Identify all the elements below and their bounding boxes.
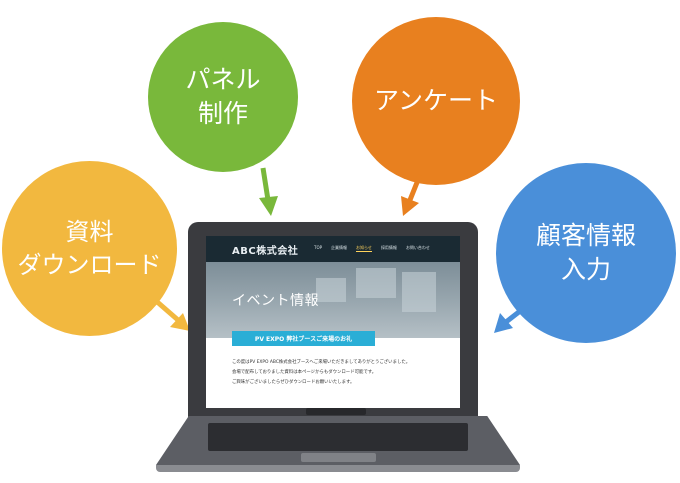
bubble-label-line2: 入力 — [560, 255, 611, 284]
bubble-label-line2: 制作 — [197, 99, 248, 128]
customer-info-bubble: 顧客情報 入力 — [496, 163, 676, 343]
site-nav: TOP 企業情報 お知らせ 採用情報 お問い合わせ — [314, 245, 430, 252]
arrow-from-panel — [259, 167, 278, 216]
body-text-line: ご興味がございましたらぜひダウンロードお願いいたします。 — [232, 380, 355, 385]
arrow-from-doc — [153, 298, 190, 331]
hero-booth-shape — [316, 278, 346, 302]
laptop-screen: ABC株式会社 TOP 企業情報 お知らせ 採用情報 お問い合わせ イベント情報… — [206, 236, 460, 408]
keyboard — [208, 423, 468, 451]
laptop-base-front — [156, 465, 520, 472]
panel-production-bubble: パネル 制作 — [148, 22, 298, 172]
download-materials-bubble: 資料 ダウンロード — [2, 161, 177, 336]
nav-item-company[interactable]: 企業情報 — [331, 245, 348, 250]
nav-item-top[interactable]: TOP — [314, 245, 323, 250]
site-header: ABC株式会社 TOP 企業情報 お知らせ 採用情報 お問い合わせ — [206, 236, 460, 262]
body-text-line: この度はPV EXPO ABC株式会社ブースへご来場いただきましてありがとうござ… — [232, 360, 411, 365]
bubble-label-line2: ダウンロード — [17, 250, 162, 279]
nav-item-contact[interactable]: お問い合わせ — [405, 245, 430, 250]
bubble-label-line1: パネル — [185, 65, 261, 95]
survey-bubble: アンケート — [352, 17, 520, 185]
bubble-label-line1: 顧客情報 — [535, 221, 636, 251]
hero-booth-shape — [356, 268, 396, 298]
nav-item-recruit[interactable]: 採用情報 — [380, 245, 397, 250]
nav-item-news[interactable]: お知らせ — [356, 245, 372, 252]
hero-title: イベント情報 — [232, 293, 319, 309]
hero-booth-shape — [402, 272, 436, 312]
touchpad — [301, 453, 376, 462]
bubble-label-line1: アンケート — [373, 86, 498, 116]
laptop-base — [156, 416, 520, 472]
body-text-line: 会場で配布しておりました資料は本ページからもダウンロード可能です。 — [232, 370, 377, 375]
bubble-label-line1: 資料 — [65, 218, 114, 247]
event-banner-text: PV EXPO 弊社ブースご来場のお礼 — [254, 336, 353, 343]
site-logo[interactable]: ABC株式会社 — [232, 246, 299, 257]
laptop-hinge — [306, 408, 366, 415]
event-banner: PV EXPO 弊社ブースご来場のお礼 — [232, 331, 375, 346]
hero-image — [206, 262, 460, 338]
